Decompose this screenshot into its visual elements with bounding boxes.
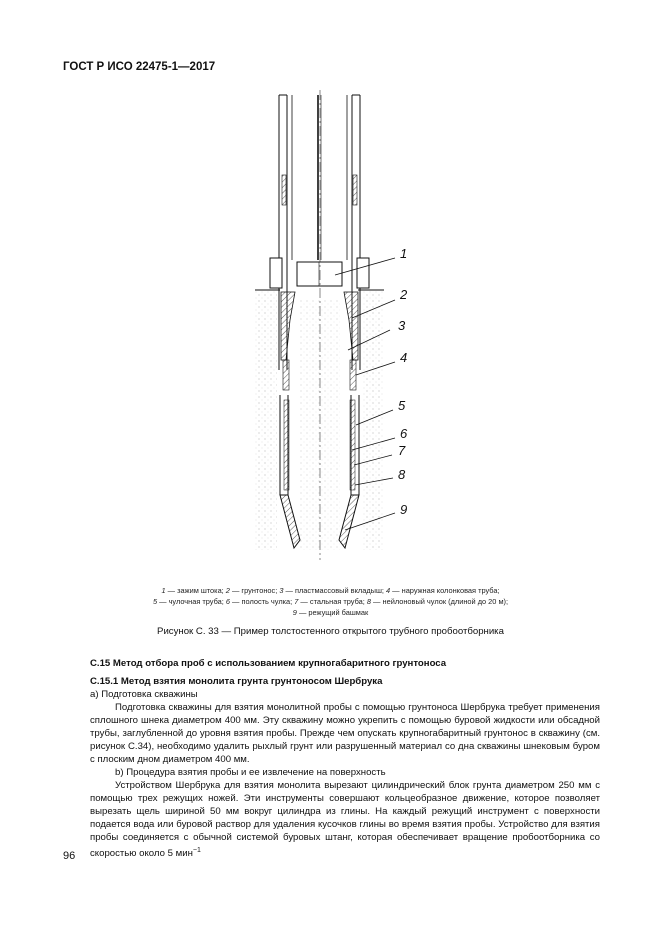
legend-line-1: 1 — зажим штока; 2 — грунтонос; 3 — плас… <box>161 586 500 595</box>
legend-line-3: 9 — режущий башмак <box>292 608 369 617</box>
figure-legend: 1 — зажим штока; 2 — грунтонос; 3 — плас… <box>0 585 661 618</box>
callout-3: 3 <box>398 318 406 333</box>
callout-5: 5 <box>398 398 406 413</box>
legend-line-2: 5 — чулочная труба; 6 — полость чулка; 7… <box>152 597 509 606</box>
subsection-a-title: а) Подготовка скважины <box>90 689 198 700</box>
subsection-b-text: Устройством Шербрука для взятия монолита… <box>90 780 600 860</box>
cutting-shoe-right <box>338 494 360 550</box>
callout-2: 2 <box>399 287 408 302</box>
document-header: ГОСТ Р ИСО 22475-1—2017 <box>63 61 216 73</box>
callout-4: 4 <box>400 350 407 365</box>
subsection-a-text: Подготовка скважины для взятия монолитно… <box>90 702 600 765</box>
callout-7: 7 <box>398 443 406 458</box>
subsection-b-title: b) Процедура взятия пробы и ее извлечени… <box>115 767 386 778</box>
callout-6: 6 <box>400 426 408 441</box>
callout-9: 9 <box>400 502 407 517</box>
section-c151-title: С.15.1 Метод взятия монолита грунта грун… <box>90 676 383 687</box>
body-text: С.15 Метод отбора проб с использованием … <box>90 657 600 860</box>
section-c15-title: С.15 Метод отбора проб с использованием … <box>90 658 447 669</box>
soil-right <box>362 290 384 550</box>
page-number: 96 <box>63 850 76 862</box>
rod-clamp <box>296 261 343 287</box>
callout-8: 8 <box>398 467 406 482</box>
soil-left <box>255 290 277 550</box>
callout-1: 1 <box>400 246 407 261</box>
sampler-drawing: 1 2 3 4 5 6 7 8 9 <box>255 90 408 560</box>
figure-caption: Рисунок С. 33 — Пример толстостенного от… <box>157 626 504 637</box>
cutting-shoe-left <box>279 494 301 550</box>
